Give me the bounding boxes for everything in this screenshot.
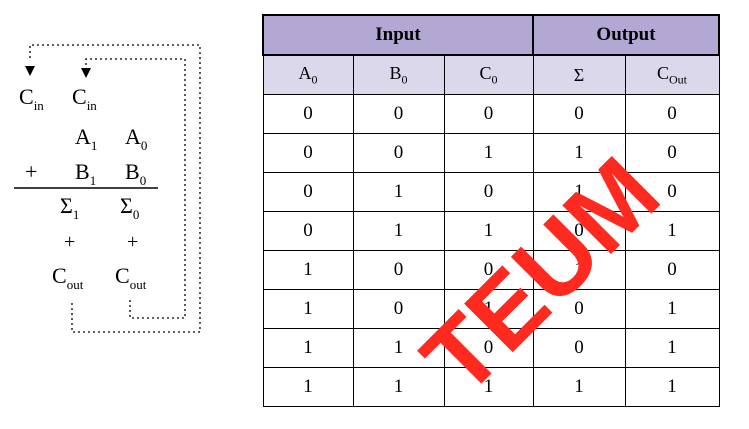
table-cell: 0 bbox=[352, 250, 445, 290]
table-cell: 0 bbox=[443, 172, 534, 212]
column-header: Σ bbox=[532, 54, 626, 95]
table-cell: 0 bbox=[532, 289, 626, 329]
table-cell: 0 bbox=[262, 133, 354, 173]
a0-label: A0 bbox=[125, 124, 147, 153]
table-cell: 0 bbox=[532, 94, 626, 134]
plus-right: + bbox=[127, 231, 138, 253]
table-cell: 1 bbox=[443, 211, 534, 251]
table-cell: 1 bbox=[532, 367, 626, 407]
table-cell: 1 bbox=[352, 172, 445, 212]
table-cell: 1 bbox=[624, 328, 720, 368]
table-cell: 1 bbox=[262, 250, 354, 290]
table-cell: 1 bbox=[352, 211, 445, 251]
table-cell: 0 bbox=[624, 133, 720, 173]
table-cell: 1 bbox=[532, 133, 626, 173]
table-cell: 0 bbox=[352, 289, 445, 329]
table-cell: 1 bbox=[352, 328, 445, 368]
plus-left: + bbox=[64, 231, 75, 253]
column-header: A0 bbox=[262, 54, 354, 95]
table-cell: 0 bbox=[624, 172, 720, 212]
table-cell: 0 bbox=[262, 172, 354, 212]
arrow-down-icon bbox=[25, 66, 35, 76]
table-cell: 1 bbox=[443, 289, 534, 329]
sum1-label: Σ1 bbox=[60, 193, 79, 222]
table-cell: 0 bbox=[624, 94, 720, 134]
table-cell: 0 bbox=[532, 211, 626, 251]
table-cell: 1 bbox=[532, 250, 626, 290]
table-cell: 1 bbox=[532, 172, 626, 212]
carry-in-left: Cin bbox=[19, 84, 44, 113]
table-cell: 1 bbox=[624, 367, 720, 407]
column-header-row: A0 B0 C0 Σ COut bbox=[262, 54, 720, 95]
table-cell: 0 bbox=[262, 94, 354, 134]
binary-addition-diagram: Cin Cin A1 A0 + B1 B0 Σ1 Σ0 + + Cout Cou… bbox=[14, 44, 201, 333]
table-cell: 0 bbox=[443, 94, 534, 134]
arrow-down-icon bbox=[81, 68, 91, 78]
table-cell: 1 bbox=[352, 367, 445, 407]
plus-sign: + bbox=[25, 159, 37, 184]
table-cell: 1 bbox=[443, 133, 534, 173]
table-cell: 0 bbox=[443, 328, 534, 368]
input-header: Input bbox=[262, 14, 534, 56]
table-cell: 1 bbox=[262, 328, 354, 368]
table-cell: 0 bbox=[443, 250, 534, 290]
carry-out-right: Cout bbox=[115, 263, 147, 292]
table-cell: 1 bbox=[443, 367, 534, 407]
table-cell: 0 bbox=[352, 133, 445, 173]
table-cell: 1 bbox=[262, 367, 354, 407]
a1-label: A1 bbox=[75, 124, 97, 153]
table-cell: 1 bbox=[262, 289, 354, 329]
table-cell: 0 bbox=[352, 94, 445, 134]
column-header: B0 bbox=[352, 54, 445, 95]
sum0-label: Σ0 bbox=[120, 193, 139, 222]
table-cell: 0 bbox=[624, 250, 720, 290]
column-header: COut bbox=[624, 54, 720, 95]
carry-loop-inner bbox=[85, 58, 186, 319]
table-cell: 1 bbox=[624, 211, 720, 251]
table-cell: 0 bbox=[532, 328, 626, 368]
carry-loop-outer bbox=[29, 44, 201, 333]
output-header: Output bbox=[532, 14, 720, 56]
table-cell: 1 bbox=[624, 289, 720, 329]
carry-in-right: Cin bbox=[72, 84, 97, 113]
table-cell: 0 bbox=[262, 211, 354, 251]
carry-out-left: Cout bbox=[52, 263, 84, 292]
group-header-row: Input Output bbox=[262, 14, 720, 56]
column-header: C0 bbox=[443, 54, 534, 95]
b1-label: B1 bbox=[75, 159, 96, 188]
b0-label: B0 bbox=[125, 159, 146, 188]
